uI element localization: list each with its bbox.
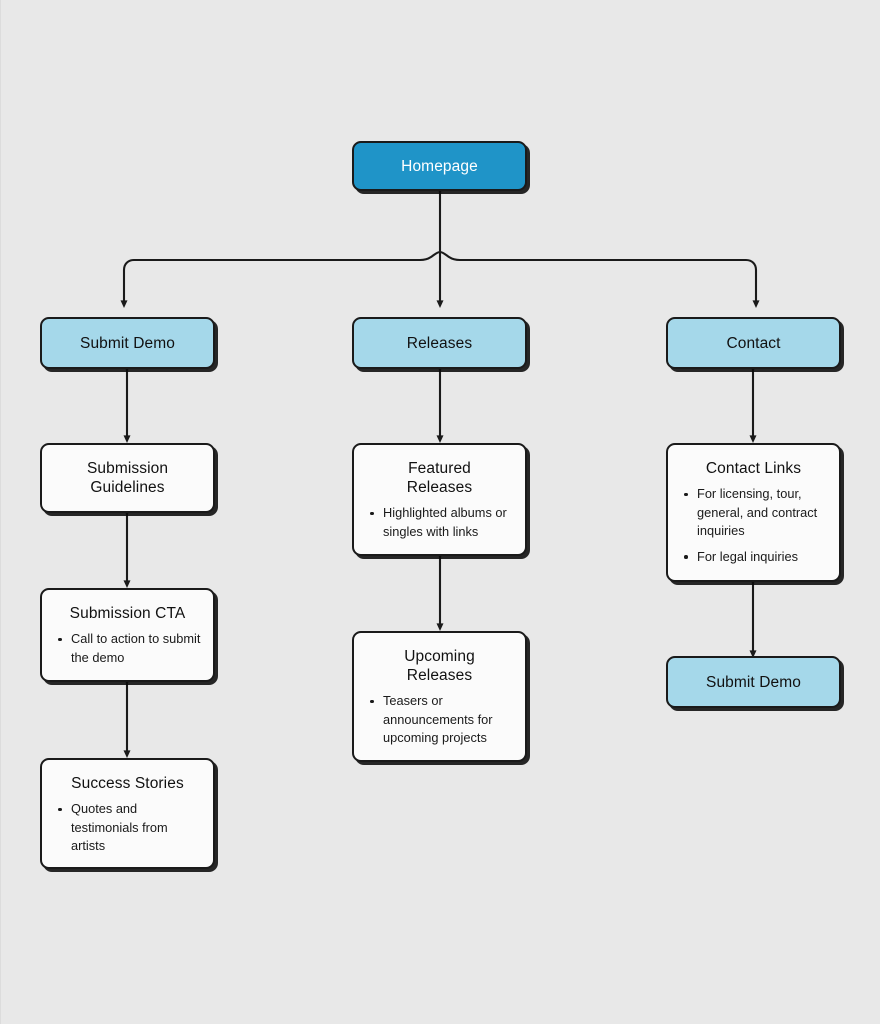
edge-homepage-contact [439,250,760,309]
node-upcoming-releases[interactable]: Upcoming Releases Teasers or announcemen… [352,631,527,762]
node-success-stories[interactable]: Success Stories Quotes and testimonials … [40,758,215,869]
node-releases[interactable]: Releases [352,317,527,369]
node-contact-links[interactable]: Contact Links For licensing, tour, gener… [666,443,841,582]
node-featured-releases-title: Featured Releases [406,460,473,496]
list-item: For licensing, tour, general, and contra… [684,485,829,541]
node-submission-cta-bullets: Call to action to submit the demo [42,626,213,667]
list-item: Call to action to submit the demo [58,630,203,667]
list-item: Teasers or announcements for upcoming pr… [370,692,515,748]
node-homepage-title: Homepage [401,157,478,175]
node-contact-links-bullets: For licensing, tour, general, and contra… [668,481,839,566]
node-submission-cta[interactable]: Submission CTA Call to action to submit … [40,588,215,682]
node-upcoming-releases-bullets: Teasers or announcements for upcoming pr… [354,688,525,748]
node-submit-demo-title: Submit Demo [80,334,175,352]
node-submission-cta-title: Submission CTA [69,605,186,622]
node-submission-guidelines[interactable]: Submission Guidelines [40,443,215,513]
node-contact-links-title: Contact Links [705,460,802,477]
node-contact-title: Contact [726,334,781,352]
list-item: Quotes and testimonials from artists [58,800,203,856]
node-upcoming-releases-title: Upcoming Releases [404,648,475,684]
list-item: For legal inquiries [684,548,829,567]
node-submit-demo[interactable]: Submit Demo [40,317,215,369]
node-success-stories-bullets: Quotes and testimonials from artists [42,796,213,856]
canvas-left-rule [0,0,1,1024]
node-contact[interactable]: Contact [666,317,841,369]
node-featured-releases[interactable]: Featured Releases Highlighted albums or … [352,443,527,556]
edge-homepage-submit-demo [120,250,441,309]
node-contact-submit-demo[interactable]: Submit Demo [666,656,841,708]
node-featured-releases-bullets: Highlighted albums or singles with links [354,500,525,541]
node-homepage[interactable]: Homepage [352,141,527,191]
node-submission-guidelines-title: Submission Guidelines [86,460,169,496]
list-item: Highlighted albums or singles with links [370,504,515,541]
node-contact-submit-demo-title: Submit Demo [706,673,801,691]
node-releases-title: Releases [406,334,473,352]
node-success-stories-title: Success Stories [71,775,184,792]
